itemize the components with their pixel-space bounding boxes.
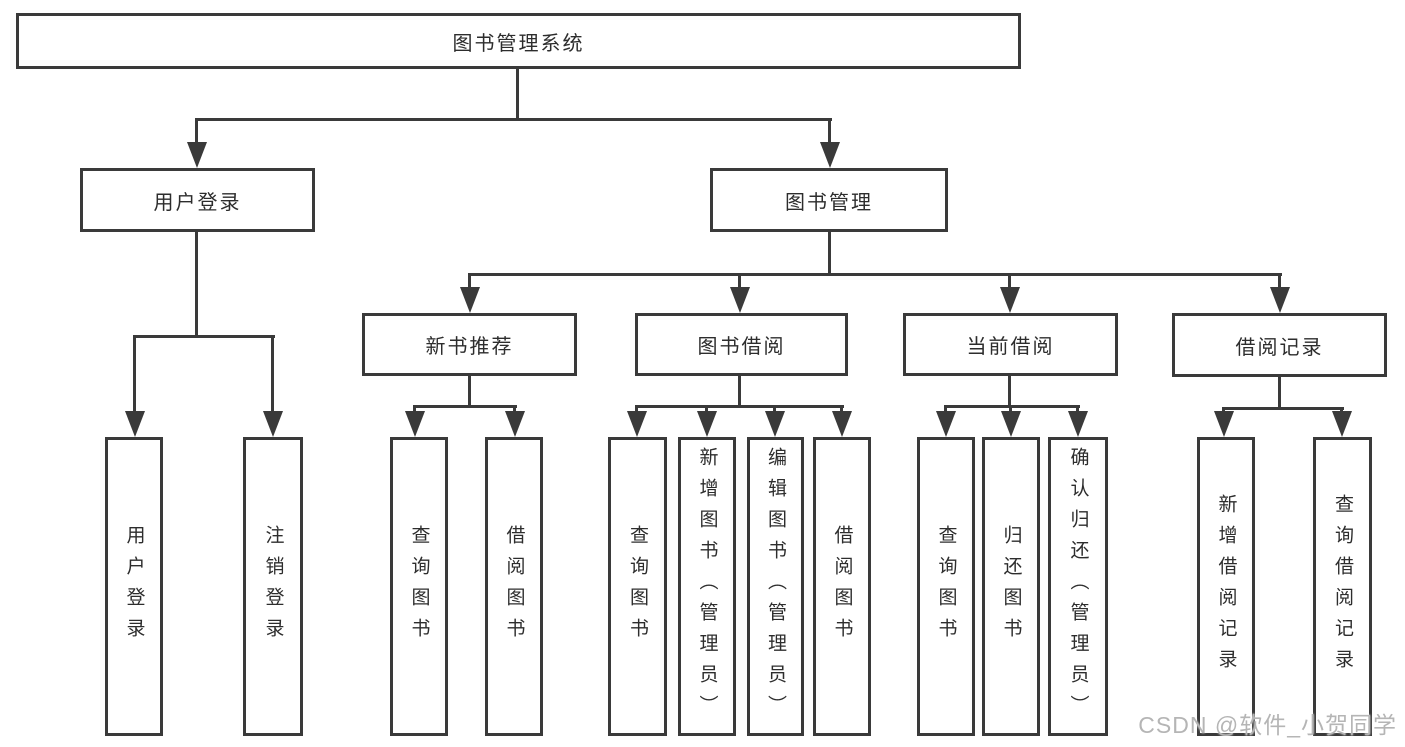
leaf-cb-return-books: 归还图书: [982, 437, 1040, 736]
arrow-down-icon: [1000, 287, 1020, 313]
arrow-shaft-bb-edit: [773, 405, 776, 415]
leaf-bb-query-books: 查询图书: [608, 437, 667, 736]
arrow-shaft-borrow-records: [1278, 273, 1281, 291]
arrow-shaft-book-management: [828, 118, 831, 146]
leaf-nb-borrow-books-label: 借阅图书: [503, 524, 525, 649]
node-user-login: 用户登录: [80, 168, 315, 232]
arrow-shaft-cb-confirm: [1076, 405, 1079, 415]
leaf-cb-query-books: 查询图书: [917, 437, 975, 736]
leaf-bb-borrow-books-label: 借阅图书: [831, 524, 853, 649]
node-new-books-label: 新书推荐: [425, 336, 514, 358]
arrow-down-icon: [125, 411, 145, 437]
leaf-nb-query-books: 查询图书: [390, 437, 448, 736]
arrow-shaft-cb-query: [944, 405, 947, 415]
node-borrow-records: 借阅记录: [1172, 313, 1387, 377]
arrow-shaft-bb-add: [705, 405, 708, 415]
arrow-shaft-user-login: [195, 118, 198, 146]
arrow-shaft-new-books: [468, 273, 471, 291]
connector-current-borrowing-stub: [1008, 375, 1011, 408]
leaf-cb-confirm-return-admin-label: 确认归还（管理员）: [1067, 447, 1089, 726]
connector-user-login-stub: [195, 232, 198, 338]
leaf-nb-borrow-books: 借阅图书: [485, 437, 543, 736]
connector-level1-horizontal: [196, 118, 832, 121]
leaf-user-login-label: 用户登录: [123, 524, 145, 649]
leaf-bb-query-books-label: 查询图书: [627, 524, 648, 649]
arrow-down-icon: [730, 287, 750, 313]
arrow-down-icon: [627, 411, 647, 437]
leaf-br-query-record-label: 查询借阅记录: [1332, 493, 1353, 680]
leaf-bb-edit-books-admin: 编辑图书（管理员）: [747, 437, 804, 736]
leaf-bb-edit-books-admin-label: 编辑图书（管理员）: [765, 447, 786, 726]
arrow-down-icon: [1332, 411, 1352, 437]
leaf-bb-borrow-books: 借阅图书: [813, 437, 871, 736]
node-root: 图书管理系统: [16, 13, 1021, 69]
leaf-logout: 注销登录: [243, 437, 303, 736]
arrow-down-icon: [263, 411, 283, 437]
arrow-shaft-current-borrowing: [1008, 273, 1011, 291]
arrow-shaft-nb-borrow: [513, 405, 516, 415]
arrow-down-icon: [697, 411, 717, 437]
arrow-down-icon: [1214, 411, 1234, 437]
leaf-logout-label: 注销登录: [262, 524, 284, 649]
arrow-down-icon: [1068, 411, 1088, 437]
leaf-br-query-record: 查询借阅记录: [1313, 437, 1372, 736]
connector-borrow-records-stub: [1278, 377, 1281, 410]
node-current-borrowing: 当前借阅: [903, 313, 1118, 376]
csdn-watermark: CSDN @软件_小贺同学: [1138, 712, 1397, 738]
arrow-shaft-login: [133, 335, 136, 415]
arrow-down-icon: [460, 287, 480, 313]
leaf-bb-add-books-admin: 新增图书（管理员）: [678, 437, 736, 736]
arrow-shaft-book-borrowing: [738, 273, 741, 291]
arrow-down-icon: [187, 142, 207, 168]
node-book-borrowing: 图书借阅: [635, 313, 848, 376]
connector-book-borrowing-horizontal: [636, 405, 844, 408]
leaf-nb-query-books-label: 查询图书: [408, 524, 430, 649]
node-user-login-label: 用户登录: [153, 191, 242, 214]
node-book-management: 图书管理: [710, 168, 948, 232]
node-book-management-label: 图书管理: [785, 191, 873, 214]
connector-user-login-horizontal: [134, 335, 275, 338]
arrow-shaft-logout: [271, 335, 274, 415]
connector-borrow-records-horizontal: [1223, 407, 1344, 410]
connector-book-management-stub: [828, 232, 831, 276]
node-root-label: 图书管理系统: [452, 32, 585, 55]
arrow-down-icon: [505, 411, 525, 437]
leaf-user-login: 用户登录: [105, 437, 163, 736]
arrow-shaft-bb-borrow: [840, 405, 843, 415]
leaf-cb-return-books-label: 归还图书: [1000, 524, 1022, 649]
connector-new-books-horizontal: [414, 405, 517, 408]
node-borrow-records-label: 借阅记录: [1235, 336, 1324, 359]
leaf-br-add-record: 新增借阅记录: [1197, 437, 1255, 736]
node-current-borrowing-label: 当前借阅: [966, 336, 1055, 358]
node-book-borrowing-label: 图书借阅: [697, 336, 786, 358]
arrow-down-icon: [765, 411, 785, 437]
connector-book-borrowing-stub: [738, 375, 741, 408]
node-new-books: 新书推荐: [362, 313, 577, 376]
arrow-shaft-cb-return: [1009, 405, 1012, 415]
leaf-cb-confirm-return-admin: 确认归还（管理员）: [1048, 437, 1108, 736]
connector-root-stub: [516, 68, 519, 118]
connector-level2-horizontal: [469, 273, 1282, 276]
connector-new-books-stub: [468, 375, 471, 408]
leaf-bb-add-books-admin-label: 新增图书（管理员）: [696, 447, 718, 726]
arrow-down-icon: [820, 142, 840, 168]
arrow-down-icon: [1001, 411, 1021, 437]
connector-current-borrowing-horizontal: [945, 405, 1080, 408]
arrow-shaft-bb-query: [635, 405, 638, 415]
arrow-shaft-nb-query: [413, 405, 416, 415]
arrow-down-icon: [936, 411, 956, 437]
arrow-down-icon: [1270, 287, 1290, 313]
leaf-cb-query-books-label: 查询图书: [935, 524, 957, 649]
leaf-br-add-record-label: 新增借阅记录: [1215, 493, 1237, 680]
arrow-down-icon: [832, 411, 852, 437]
arrow-down-icon: [405, 411, 425, 437]
